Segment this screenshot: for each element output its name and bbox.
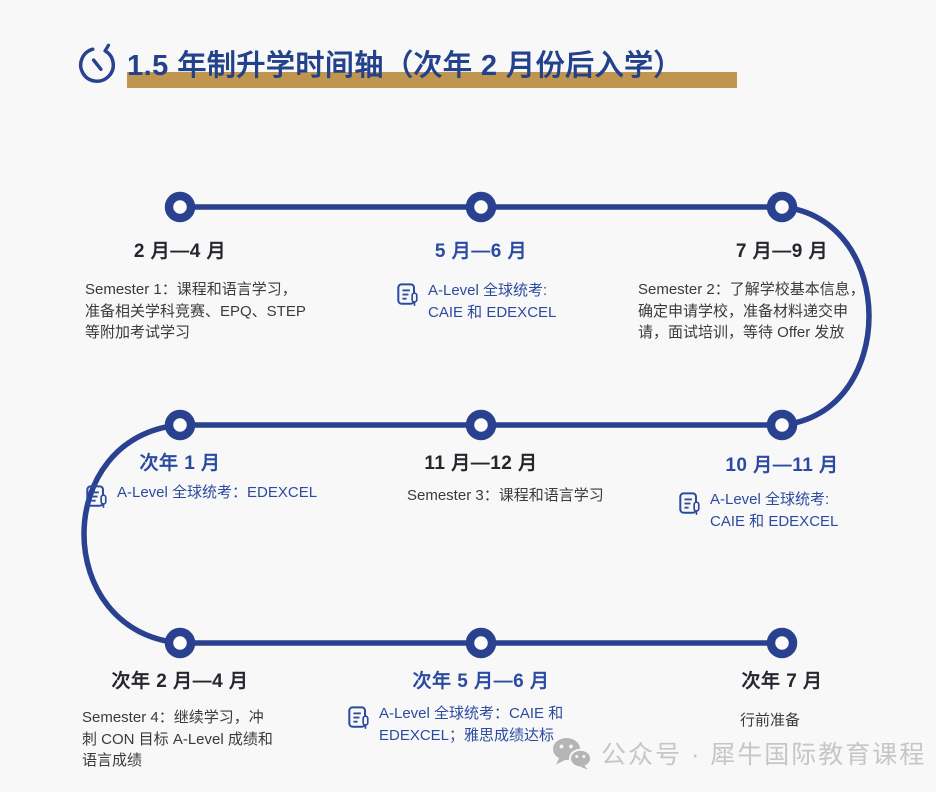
- timeline-node: [164, 627, 196, 659]
- desc-pre-departure: 行前准备: [739, 712, 800, 729]
- exam-paper-icon: [85, 482, 109, 510]
- timeline-node: [766, 409, 798, 441]
- watermark: 公众号 · 犀牛国际教育课程: [551, 735, 926, 771]
- timeline-node: [164, 409, 196, 441]
- timeline-node: [465, 191, 497, 223]
- date-next-jul: 次年 7 月: [741, 671, 823, 692]
- exam-text: A-Level 全球统考: CAIE 和 EDEXCEL: [710, 491, 839, 530]
- desc-semester-3: Semester 3：课程和语言学习: [407, 487, 604, 504]
- wechat-icon: [551, 736, 592, 770]
- date-jul-sep: 7 月—9 月: [735, 241, 829, 262]
- desc-exam-next-jan: A-Level 全球统考：EDEXCEL: [85, 482, 317, 510]
- page-title: 1.5 年制升学时间轴（次年 2 月份后入学）: [127, 50, 684, 82]
- watermark-text: 公众号 · 犀牛国际教育课程: [601, 741, 927, 769]
- clock-icon: [74, 40, 120, 91]
- desc-exam-oct-nov: A-Level 全球统考: CAIE 和 EDEXCEL: [678, 489, 838, 532]
- timeline-node: [766, 191, 798, 223]
- desc-semester-2: Semester 2：了解学校基本信息， 确定申请学校，准备材料递交申 请，面试…: [638, 281, 865, 341]
- date-may-jun: 5 月—6 月: [434, 241, 528, 262]
- date-oct-nov: 10 月—11 月: [725, 455, 839, 476]
- exam-text: A-Level 全球统考: CAIE 和 EDEXCEL: [428, 282, 557, 321]
- date-next-feb-apr: 次年 2 月—4 月: [111, 671, 249, 692]
- timeline-node: [465, 409, 497, 441]
- desc-exam-next-may-jun: A-Level 全球统考：CAIE 和 EDEXCEL；雅思成绩达标: [347, 703, 563, 746]
- desc-exam-may-jun: A-Level 全球统考: CAIE 和 EDEXCEL: [396, 280, 556, 323]
- title-underline: [127, 72, 737, 88]
- timeline-node: [164, 191, 196, 223]
- desc-semester-1: Semester 1：课程和语言学习， 准备相关学科竞赛、EPQ、STEP 等附…: [85, 281, 306, 341]
- date-nov-dec: 11 月—12 月: [424, 453, 538, 474]
- exam-paper-icon: [678, 489, 702, 517]
- date-next-jan: 次年 1 月: [139, 453, 221, 474]
- date-next-may-jun: 次年 5 月—6 月: [412, 671, 550, 692]
- exam-paper-icon: [396, 280, 420, 308]
- exam-text: A-Level 全球统考：CAIE 和 EDEXCEL；雅思成绩达标: [379, 705, 564, 744]
- exam-text: A-Level 全球统考：EDEXCEL: [117, 484, 318, 501]
- exam-paper-icon: [347, 703, 371, 731]
- timeline-node: [766, 627, 798, 659]
- timeline-node: [465, 627, 497, 659]
- date-feb-apr: 2 月—4 月: [133, 241, 227, 262]
- desc-semester-4: Semester 4：继续学习，冲 刺 CON 目标 A-Level 成绩和 语…: [82, 709, 273, 769]
